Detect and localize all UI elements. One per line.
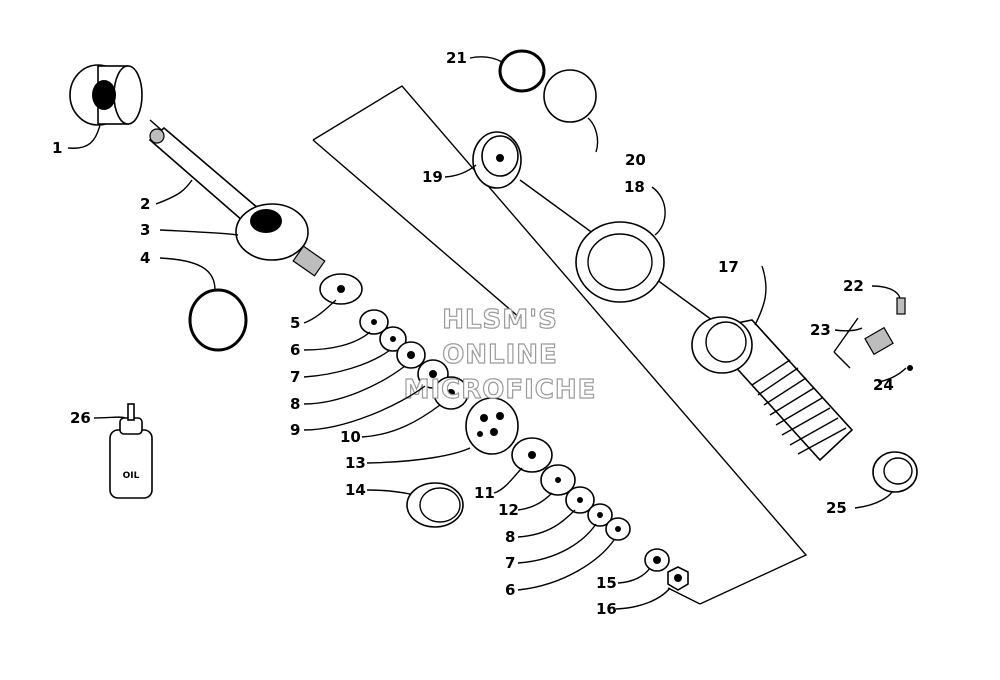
callout-17: 17 [718, 258, 739, 276]
oil-bottle-label: OIL [123, 471, 140, 481]
callout-4: 4 [140, 249, 150, 267]
callout-24: 24 [873, 376, 894, 394]
part-21-ring [498, 49, 546, 93]
part-4-o-ring [188, 288, 248, 352]
callout-9: 9 [290, 421, 300, 439]
watermark-line-2: ONLINE [442, 340, 558, 370]
callout-5: 5 [290, 314, 300, 332]
callout-20: 20 [625, 151, 646, 169]
callout-8b: 8 [505, 528, 515, 546]
assembly-outline [312, 85, 808, 605]
part-18-spring-retainer [575, 221, 665, 303]
callout-7b: 7 [505, 554, 515, 572]
callout-14: 14 [345, 481, 366, 499]
callout-3: 3 [140, 221, 150, 239]
part-25-bushing [872, 451, 918, 493]
callout-23: 23 [810, 321, 831, 339]
parts-22-24-valve [833, 297, 913, 371]
callout-21: 21 [446, 49, 467, 67]
callout-7a: 7 [290, 368, 300, 386]
piston-washer-stack [319, 273, 469, 410]
callout-26: 26 [70, 409, 91, 427]
callout-1: 1 [52, 139, 62, 157]
callout-6a: 6 [290, 341, 300, 359]
callout-2: 2 [140, 195, 150, 213]
callout-19: 19 [422, 168, 443, 186]
leader-lines [67, 56, 907, 610]
part-19-cap [472, 131, 522, 189]
callout-25: 25 [826, 499, 847, 517]
callout-15: 15 [596, 574, 617, 592]
callout-11: 11 [474, 484, 495, 502]
callout-10: 10 [340, 428, 361, 446]
callout-labels: 1 2 3 4 5 6 7 8 9 10 11 12 13 14 8 7 6 1… [52, 49, 894, 618]
callout-8a: 8 [290, 395, 300, 413]
callout-12: 12 [498, 501, 519, 519]
part-13-piston [465, 397, 519, 455]
callout-13: 13 [345, 454, 366, 472]
callout-6b: 6 [505, 581, 515, 599]
watermark-line-1: HLSM'S [442, 305, 558, 335]
watermark-line-3: MICROFICHE [404, 375, 597, 405]
watermark: HLSM'S ONLINE MICROFICHE [403, 304, 597, 405]
callout-18: 18 [624, 178, 645, 196]
part-14-piston-band [406, 482, 464, 528]
lower-washer-stack [511, 437, 689, 591]
part-20-seal [543, 69, 597, 123]
callout-22: 22 [843, 277, 864, 295]
part-17-shock-body [691, 316, 854, 462]
callout-16: 16 [596, 600, 617, 618]
part-1-eyelet-bushing [69, 64, 143, 126]
part-3-piston-body [235, 203, 326, 277]
part-26-oil-bottle: OIL [109, 403, 153, 499]
